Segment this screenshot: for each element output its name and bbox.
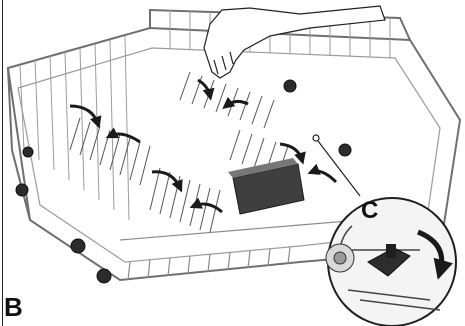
detail-label-c: C <box>361 199 378 223</box>
curved-arrow-icon <box>194 204 222 212</box>
detail-leader <box>313 135 360 196</box>
hand-icon <box>204 6 385 78</box>
figure-label-b: B <box>4 294 23 320</box>
rack-side-wires <box>20 36 129 220</box>
curved-arrow-icon <box>280 144 302 160</box>
tines-row-back <box>180 72 274 128</box>
curved-arrow-icon <box>110 134 140 142</box>
magnifier-detail-circle <box>326 198 456 326</box>
tines-row-middle <box>150 168 220 232</box>
curved-arrow-icon <box>226 101 248 106</box>
curved-arrow-icon <box>70 106 98 124</box>
curved-arrow-icon <box>312 171 336 182</box>
curved-arrow-icon <box>198 80 210 96</box>
rack-basket-block <box>228 158 304 214</box>
